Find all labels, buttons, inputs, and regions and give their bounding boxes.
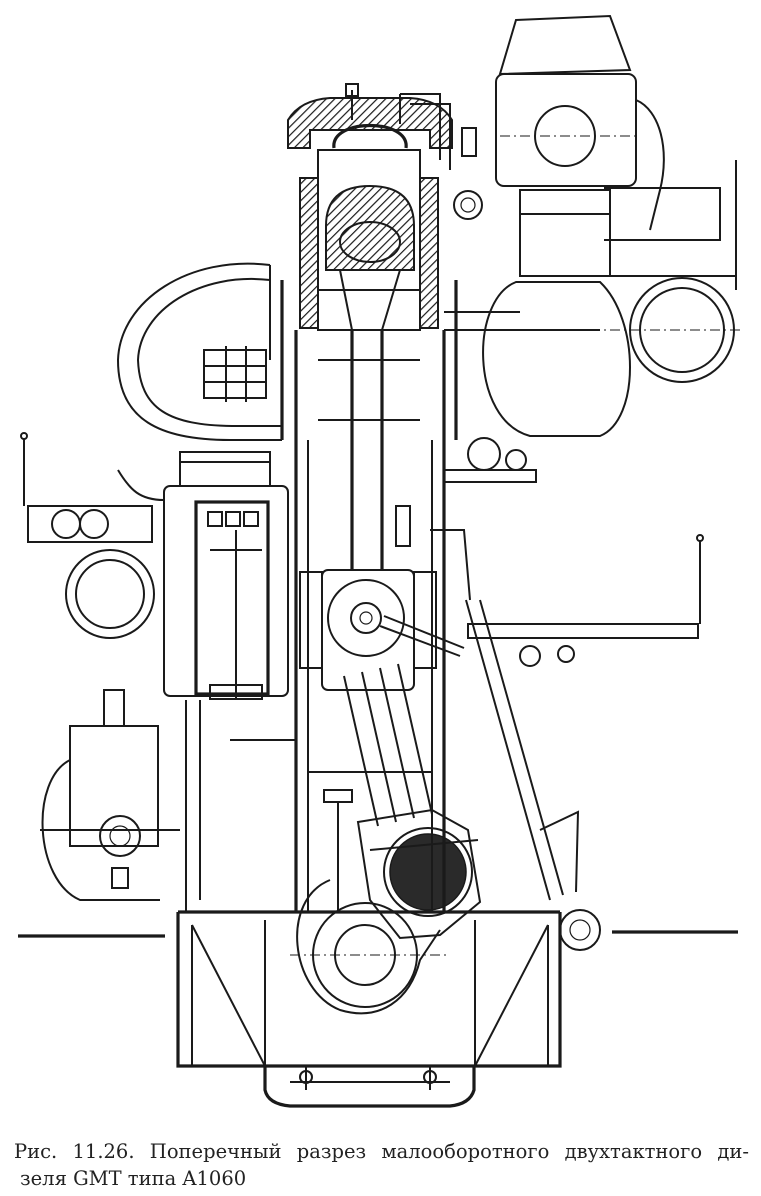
cylinder-liner [280,149,458,440]
scavenge-air-receiver [116,262,282,441]
piston-rod [350,330,411,570]
crankshaft [290,879,450,1015]
engine-cross-section-drawing [18,14,740,1108]
left-lower-unit [40,689,180,901]
scavenge-duct-right [444,160,740,437]
left-piping [20,432,165,639]
caption-line-2: зеля GMT типа A1060 [20,1167,247,1190]
crosshead [299,569,465,691]
bedplate-sump [176,910,562,1108]
caption-line-1: Рис. 11.26. Поперечный разрез малооборот… [14,1140,749,1163]
floor-lines [18,930,738,938]
piston [325,184,415,331]
turbocharger [495,14,721,277]
camshaft-drive [430,437,704,951]
big-end-bearing [356,808,482,940]
figure-caption: Рис. 11.26. Поперечный разрез малооборот… [14,1138,749,1192]
engine-frame [185,330,564,912]
cylinder-cover [287,83,483,220]
auxiliary-blower [163,451,289,700]
air-cooler [203,346,267,402]
connecting-rod [343,663,433,827]
